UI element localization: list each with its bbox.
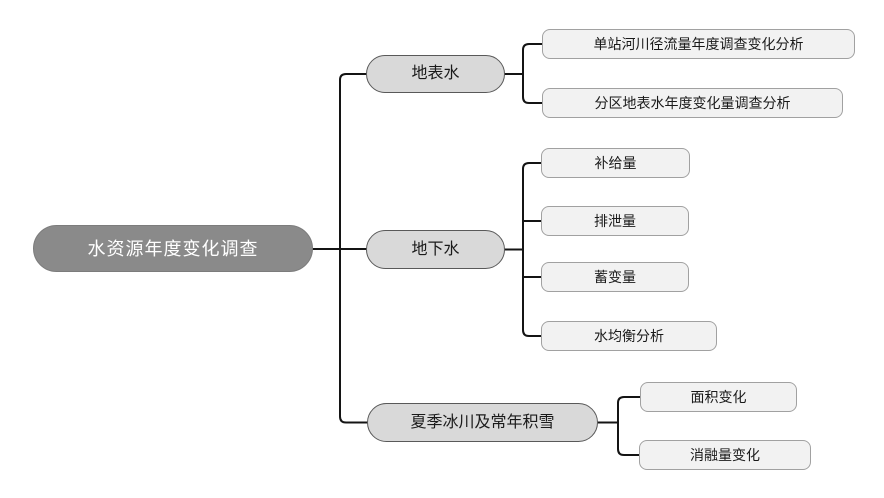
connector-root-trunk bbox=[339, 73, 368, 424]
leaf-node-recharge-amount[interactable]: 补给量 bbox=[541, 148, 690, 178]
leaf-node-water-balance-analysis[interactable]: 水均衡分析 bbox=[541, 321, 717, 351]
connector-surface-water-trunk bbox=[522, 43, 543, 104]
branch-node-surface-water[interactable]: 地表水 bbox=[366, 55, 505, 93]
root-node-water-resources-survey[interactable]: 水资源年度变化调查 bbox=[33, 225, 313, 272]
branch-node-groundwater[interactable]: 地下水 bbox=[366, 230, 505, 269]
leaf-node-discharge-amount[interactable]: 排泄量 bbox=[541, 206, 689, 236]
leaf-node-single-station-runoff-analysis[interactable]: 单站河川径流量年度调查变化分析 bbox=[542, 29, 855, 59]
connector-glacier-trunk bbox=[617, 396, 641, 456]
leaf-node-ablation-change[interactable]: 消融量变化 bbox=[639, 440, 811, 470]
branch-node-summer-glacier-snow[interactable]: 夏季冰川及常年积雪 bbox=[367, 403, 598, 442]
leaf-node-storage-change[interactable]: 蓄变量 bbox=[541, 262, 689, 292]
leaf-node-area-change[interactable]: 面积变化 bbox=[640, 382, 797, 412]
connector-groundwater-trunk bbox=[522, 162, 542, 337]
leaf-node-zonal-surface-water-analysis[interactable]: 分区地表水年度变化量调查分析 bbox=[542, 88, 843, 118]
